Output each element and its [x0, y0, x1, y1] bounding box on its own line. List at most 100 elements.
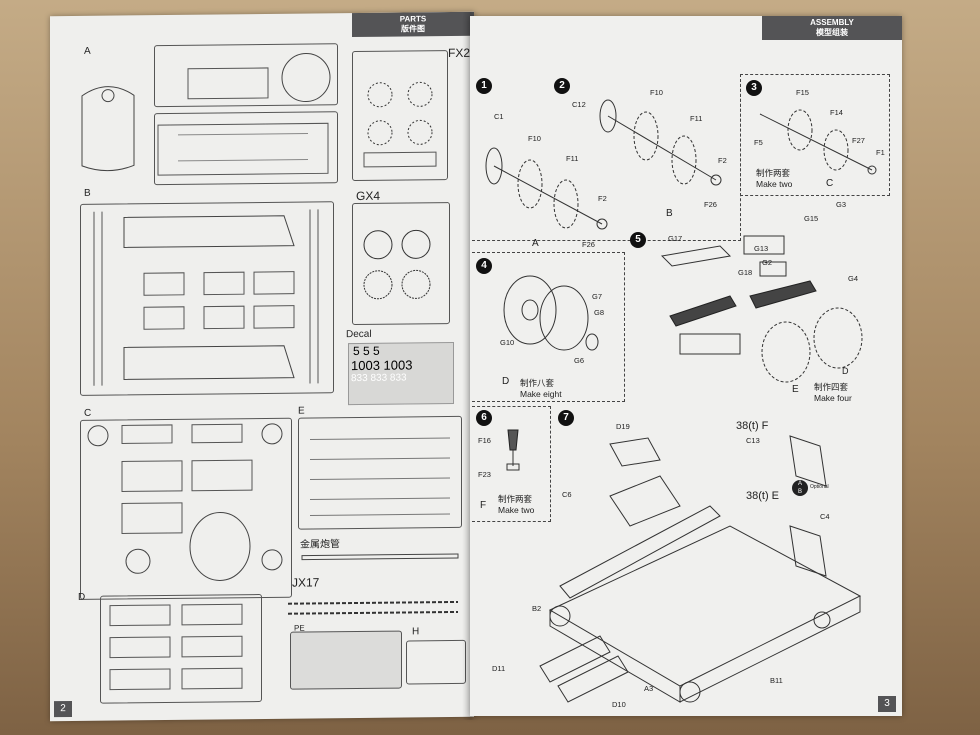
decal-row1: 5 5 5: [353, 343, 380, 359]
step-4-box: [472, 252, 625, 402]
step-5-part-g13: G13: [754, 244, 769, 253]
sprue-jx17-label: JX17: [292, 575, 320, 590]
step-3-part-f15: F15: [796, 88, 809, 97]
step-4-note-en: Make eight: [520, 389, 562, 399]
sprue-e-label: E: [298, 405, 305, 417]
step-3-part-f1: F1: [876, 148, 885, 157]
step-7-variant-e: 38(t) E: [746, 490, 780, 502]
parts-page: PARTS 版件图 A FX2 B G: [50, 11, 474, 722]
step-7-variant-f: 38(t) F: [736, 420, 769, 432]
step-2-part-f10: F10: [650, 88, 663, 97]
sprue-h-label: H: [412, 626, 420, 638]
step-2-drawing: [599, 99, 722, 186]
step-3-drawing: [759, 109, 877, 175]
step-2-part-f2: F2: [718, 156, 727, 165]
decal-sheet: 5 5 5 1003 1003 833 833 833: [348, 341, 454, 406]
decal-row3: 833 833 833: [351, 372, 407, 385]
step-3-note: 制作两套 Make two: [756, 168, 792, 190]
step-5-part-g17: G17: [668, 234, 683, 243]
assembly-page: ASSEMBLY 模型组装 1 C1 F10 F11 F2 F26 A 2 C1…: [470, 16, 902, 716]
step-7-part-c13: C13: [746, 436, 760, 445]
step-6-sub-f: F: [480, 500, 487, 511]
step-2-sub-b: B: [666, 208, 673, 219]
step-7-part-c6: C6: [562, 490, 572, 499]
assembly-header: ASSEMBLY 模型组装: [762, 16, 902, 40]
step-7-part-a3: A3: [644, 684, 654, 693]
sprue-c-drawing: [87, 423, 283, 581]
step-5-note: 制作四套 Make four: [814, 382, 852, 404]
step-1-number: 1: [476, 78, 492, 94]
step-7-part-d10: D10: [612, 700, 626, 709]
step-3-sub-c: C: [826, 178, 834, 189]
step-6-part-f23: F23: [478, 470, 491, 479]
step-6-drawing: [506, 429, 520, 471]
step-4-part-g6: G6: [574, 356, 585, 365]
sprue-gx4-drawing: [363, 229, 431, 300]
step-6-note-cn: 制作两套: [498, 494, 533, 504]
step-3-box: [740, 74, 890, 196]
step-3-note-cn: 制作两套: [756, 168, 791, 178]
step-4-number: 4: [476, 258, 492, 274]
step-6-note: 制作两套 Make two: [498, 494, 534, 516]
decal-row2: 1003 1003: [351, 357, 413, 374]
step-1-part-f11: F11: [566, 154, 579, 163]
step-7-optional: Optional: [810, 484, 829, 490]
step-5-sub-d: D: [842, 366, 849, 376]
step-5-part-g15: G15: [804, 214, 819, 223]
step-6-part-f16: F16: [478, 436, 491, 445]
step-5-part-g3: G3: [836, 200, 847, 209]
step-7-number: 7: [558, 410, 574, 426]
parts-header: PARTS 版件图: [352, 11, 474, 38]
page-number-2: 2: [54, 700, 72, 718]
assembly-header-en: ASSEMBLY: [810, 18, 854, 27]
sprue-pe-frame: [290, 630, 402, 690]
step-1-part-f2: F2: [598, 194, 607, 203]
metal-barrel-label: 金属炮管: [300, 539, 340, 551]
step-7-hull-drawing: [539, 435, 862, 703]
step-3-number: 3: [746, 80, 762, 96]
step-7-part-c4: C4: [820, 512, 830, 521]
step-7-part-d19: D19: [616, 422, 630, 431]
step-1-part-f26: F26: [582, 240, 595, 249]
decal-label: Decal: [346, 328, 372, 341]
sprue-fx2-drawing: [363, 81, 437, 168]
step-4-drawing: [503, 275, 599, 351]
step-4-note-cn: 制作八套: [520, 378, 555, 388]
sprue-a-drawing: [81, 53, 331, 176]
step-1-sub-a: A: [532, 238, 539, 249]
step-2-part-f11: F11: [690, 114, 703, 123]
sprue-jx17-drawing: [288, 600, 458, 615]
parts-header-cn: 版件图: [401, 24, 425, 34]
step-5-part-g18: G18: [738, 268, 753, 277]
step-7-part-b2: B2: [532, 604, 542, 613]
sprue-b-label: B: [84, 187, 91, 199]
step-3-note-en: Make two: [756, 179, 793, 189]
step-2-number: 2: [554, 78, 570, 94]
step-5-sub-e: E: [792, 384, 799, 395]
step-3-part-f5: F5: [754, 138, 763, 147]
step-4-sub-d: D: [502, 376, 510, 387]
step-1-part-c1: C1: [494, 112, 504, 121]
step-7-part-d11: D11: [492, 664, 506, 673]
step-6-box: [472, 406, 551, 522]
step-4-note: 制作八套 Make eight: [520, 378, 562, 400]
step-6-note-en: Make two: [498, 505, 535, 515]
step-3-part-f27: F27: [852, 136, 865, 145]
page-number-3: 3: [878, 696, 896, 712]
sprue-a-label: A: [84, 45, 91, 57]
step-5-drawing: [660, 235, 863, 383]
sprue-d-drawing: [109, 603, 243, 691]
sprue-c-label: C: [84, 407, 92, 419]
step-6-number: 6: [476, 410, 492, 426]
step-5-note-cn: 制作四套: [814, 382, 849, 392]
step-5-part-g4: G4: [848, 274, 859, 283]
step-7-part-b11: B11: [770, 676, 783, 685]
sprue-b-drawing: [93, 209, 319, 386]
step-1-part-f10: F10: [528, 134, 541, 143]
sprue-h-frame: [406, 639, 466, 685]
sprue-e-drawing: [310, 437, 450, 516]
step-2-part-f26: F26: [704, 200, 717, 209]
step-5-number: 5: [630, 232, 646, 248]
step-5-note-en: Make four: [814, 393, 852, 403]
metal-barrel-drawing: [301, 553, 459, 561]
